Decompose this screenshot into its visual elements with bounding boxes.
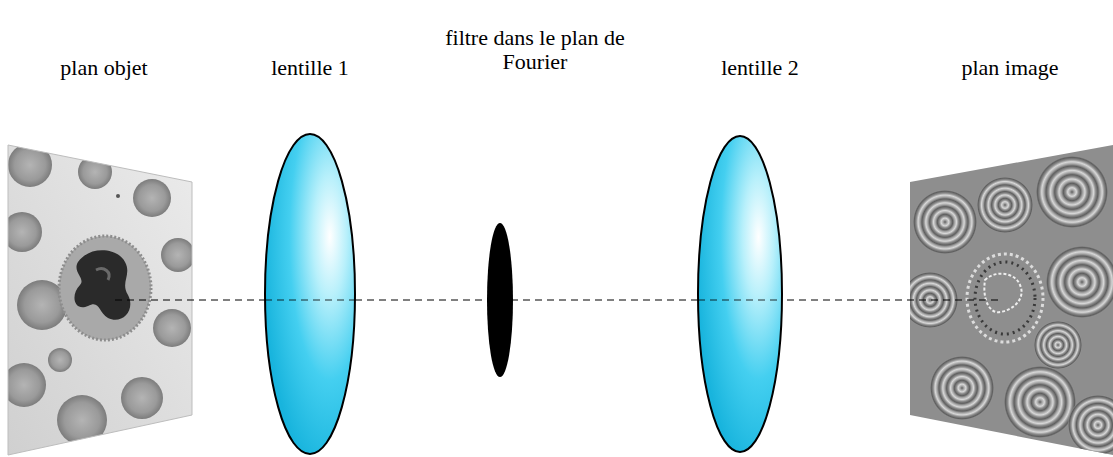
optical-axis (115, 300, 1000, 301)
part-label: filtre dans le plan de Fourier (443, 26, 628, 74)
lens (265, 134, 355, 454)
part-label: lentille 1 (220, 56, 400, 80)
part-label: plan image (915, 56, 1105, 80)
part-label: plan objet (4, 56, 204, 80)
fourier-filter (487, 223, 513, 377)
filtered-image (902, 140, 1113, 457)
lens (698, 136, 782, 452)
object-image (0, 140, 200, 457)
part-label: lentille 2 (670, 56, 850, 80)
